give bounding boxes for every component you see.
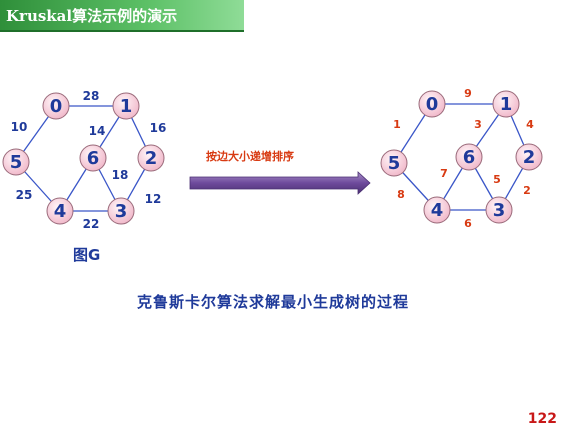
right-node-6: 6 [455, 143, 483, 171]
right-weight-2-3: 2 [523, 184, 531, 197]
right-weight-4-3: 6 [464, 217, 472, 230]
left-node-4: 4 [46, 197, 74, 225]
left-weight-1-6: 14 [89, 124, 106, 138]
left-node-3: 3 [107, 197, 135, 225]
right-node-5: 5 [380, 149, 408, 177]
right-node-0: 0 [418, 90, 446, 118]
left-node-2: 2 [137, 144, 165, 172]
left-weight-1-2: 16 [150, 121, 167, 135]
sort-arrow [189, 171, 371, 195]
left-graph-nodes: 0 1 2 3 4 5 6 [2, 92, 165, 225]
svg-text:2: 2 [523, 147, 536, 168]
right-weight-4-6: 7 [440, 167, 448, 180]
svg-text:6: 6 [463, 147, 476, 168]
right-node-4: 4 [423, 196, 451, 224]
page-number: 122 [527, 411, 557, 427]
right-node-3: 3 [485, 196, 513, 224]
svg-text:0: 0 [426, 94, 439, 115]
title-bar: Kruskal算法示例的演示 [0, 0, 244, 32]
right-weight-6-3: 5 [493, 173, 501, 186]
process-caption: 克鲁斯卡尔算法求解最小生成树的过程 [137, 293, 410, 311]
left-graph-weights: 28 10 14 16 18 12 25 22 [11, 89, 167, 231]
right-weight-1-2: 4 [526, 118, 534, 131]
svg-text:1: 1 [120, 96, 133, 117]
right-weight-5-4: 8 [397, 188, 405, 201]
svg-text:0: 0 [50, 96, 63, 117]
left-weight-0-5: 10 [11, 120, 28, 134]
left-weight-4-3: 22 [83, 217, 100, 231]
right-node-2: 2 [515, 143, 543, 171]
arrow-shape [189, 171, 371, 195]
left-node-6: 6 [79, 144, 107, 172]
svg-text:3: 3 [115, 201, 128, 222]
right-weight-0-5: 1 [393, 118, 401, 131]
svg-text:3: 3 [493, 200, 506, 221]
right-weight-0-1: 9 [464, 87, 472, 100]
slide-title: Kruskal算法示例的演示 [6, 7, 178, 25]
left-node-5: 5 [2, 148, 30, 176]
left-weight-2-3: 12 [145, 192, 162, 206]
graph-caption: 图G [73, 246, 101, 264]
svg-text:4: 4 [54, 201, 67, 222]
right-weight-1-6: 3 [474, 118, 482, 131]
svg-text:2: 2 [145, 148, 158, 169]
left-node-0: 0 [42, 92, 70, 120]
svg-text:5: 5 [10, 152, 23, 173]
svg-text:1: 1 [500, 94, 513, 115]
right-graph-nodes: 0 1 2 3 4 5 6 [380, 90, 543, 224]
arrow-label: 按边大小递增排序 [206, 150, 294, 163]
left-weight-5-4: 25 [16, 188, 33, 202]
right-node-1: 1 [492, 90, 520, 118]
svg-text:6: 6 [87, 148, 100, 169]
left-node-1: 1 [112, 92, 140, 120]
left-weight-0-1: 28 [83, 89, 100, 103]
left-weight-6-3: 18 [112, 168, 129, 182]
right-graph-weights: 9 1 3 4 5 2 8 6 7 [393, 87, 534, 230]
svg-text:5: 5 [388, 153, 401, 174]
svg-text:4: 4 [431, 200, 444, 221]
